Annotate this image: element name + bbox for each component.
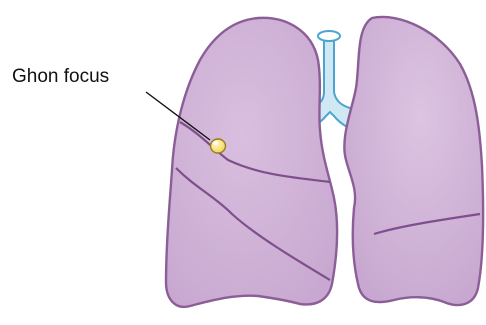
focus-highlight: [213, 141, 218, 145]
left-lung-icon: [344, 17, 483, 305]
trachea-opening: [318, 31, 340, 41]
right-lung-icon: [166, 18, 337, 307]
left-lung-outline: [344, 17, 483, 305]
ghon-focus-icon: [211, 139, 226, 153]
ghon-focus-lesion: [211, 139, 226, 153]
right-lung-outline: [166, 18, 337, 307]
ghon-focus-label: Ghon focus: [12, 66, 109, 88]
